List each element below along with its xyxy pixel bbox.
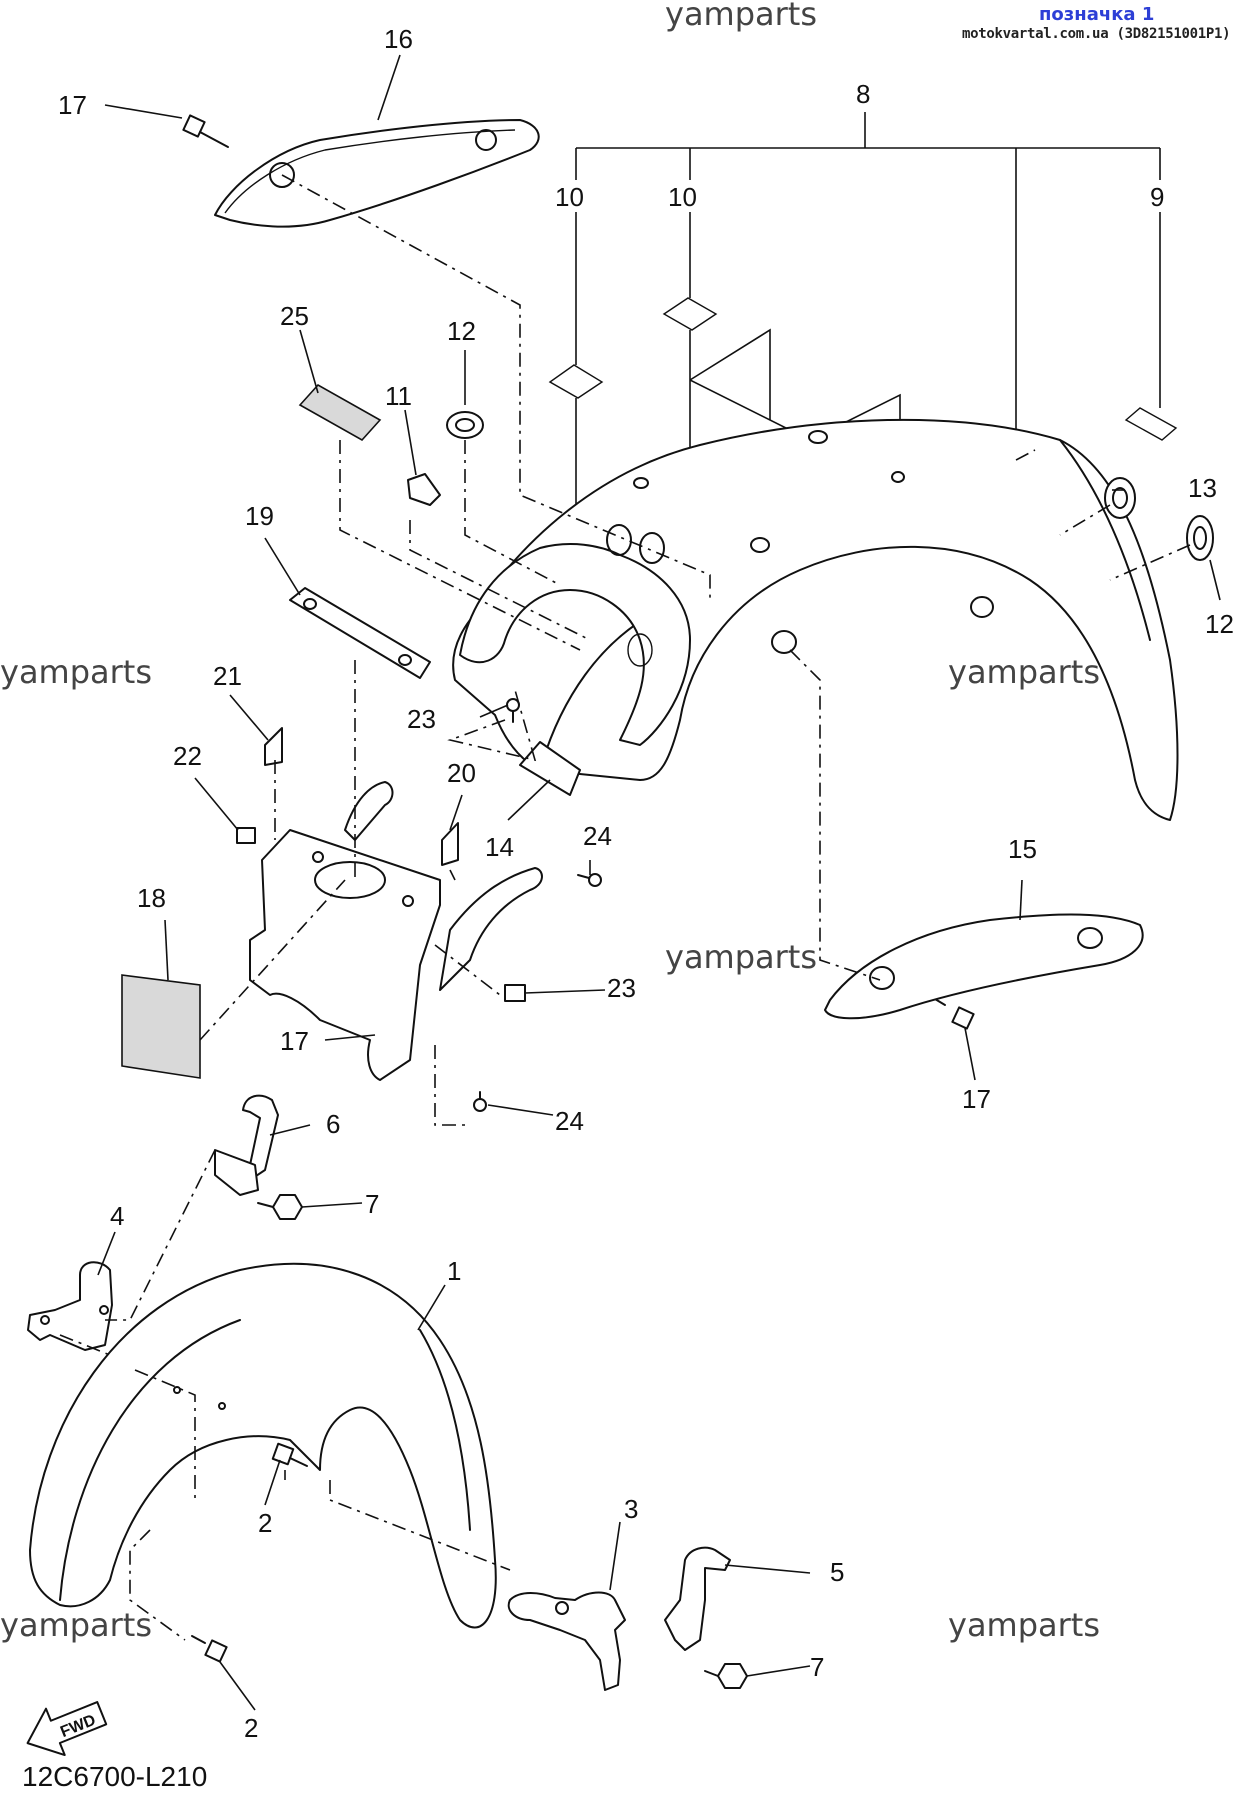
callout-7-upper: 7 [365,1189,379,1219]
callout-13: 13 [1188,473,1217,503]
part-15-side-cover [824,913,1144,1020]
part-13-grommet [1104,477,1136,519]
callout-3: 3 [624,1494,638,1524]
watermark-right: yamparts [948,653,1100,691]
callout-24-a: 23 [407,704,436,734]
callout-12-upper: 12 [447,316,476,346]
part-25-sticker [298,383,382,442]
bolt-7-upper [257,1194,303,1220]
callout-4: 4 [110,1201,124,1231]
watermark-bottom-left: yamparts [0,1606,152,1644]
fwd-arrow: FWD [26,1701,108,1757]
screw-24-c [473,1091,487,1112]
callout-16: 16 [384,24,413,54]
part-18-bracket [249,781,543,1081]
callout-25: 25 [280,301,309,331]
callout-23-lower: 23 [607,973,636,1003]
part-12-grommet-upper [446,411,484,439]
part-11-clip [407,473,441,506]
callout-22: 21 [213,661,242,691]
bolt-2-lower [191,1635,228,1663]
part-23-pad-lower [504,984,526,1002]
callout-12-right: 12 [1205,609,1234,639]
bolt-17-top [182,114,229,148]
part-22-clip [264,727,283,766]
part-8-bracket [548,112,1178,540]
callout-15: 15 [1008,834,1037,864]
part-20-plate [289,587,431,679]
part-6-stay [242,1094,279,1181]
callout-17-top: 17 [58,90,87,120]
callout-10-left: 10 [555,182,584,212]
diagram-code: 12C6700-L210 [22,1761,207,1792]
part-1-front-fender [29,1262,497,1629]
part-12-grommet-right [1186,515,1214,561]
callout-14: 14 [485,832,514,862]
callout-24-c: 24 [555,1106,584,1136]
screw-24-b [577,873,602,887]
callout-5: 5 [830,1557,844,1587]
callout-6: 6 [326,1109,340,1139]
part-14-pad [519,741,581,796]
callout-8: 8 [856,79,870,109]
callout-leaders [97,54,1221,1711]
callout-23-upper: 22 [173,741,202,771]
watermark-left: yamparts [0,653,152,691]
callout-7-lower: 7 [810,1652,824,1682]
callout-labels: 17 16 8 10 10 9 25 12 11 13 12 19 21 22 … [58,24,1234,1743]
callout-10-right: 10 [668,182,697,212]
part-21-clip [441,822,459,866]
part-19-reflector [121,974,201,1079]
watermark-center: yamparts [665,938,817,976]
callout-9: 9 [1150,182,1164,212]
watermark-bottom-right: yamparts [948,1606,1100,1644]
callout-18: 17 [280,1026,309,1056]
callout-21: 20 [447,758,476,788]
part-4-bracket [27,1261,113,1351]
badge-label: позначка 1 [1039,4,1155,25]
rear-fender [452,418,1179,821]
callout-1: 1 [447,1256,461,1286]
part-3-bracket [507,1591,626,1691]
part-5-stay [664,1546,731,1651]
callout-19: 18 [137,883,166,913]
bolt-7-lower [704,1663,748,1689]
callout-2-lower: 2 [244,1713,258,1743]
part-16-side-cover [214,119,540,228]
part-23-pad-upper [236,827,256,844]
callout-24-b: 24 [583,821,612,851]
callout-11: 11 [385,381,412,411]
source-label: motokvartal.com.ua (3D82151001P1) [962,26,1231,42]
callout-20: 19 [245,501,274,531]
callout-17-bottom: 17 [962,1084,991,1114]
callout-2-upper: 2 [258,1508,272,1538]
assembly-lines [59,174,1191,1641]
watermark-top: yamparts [665,0,817,33]
